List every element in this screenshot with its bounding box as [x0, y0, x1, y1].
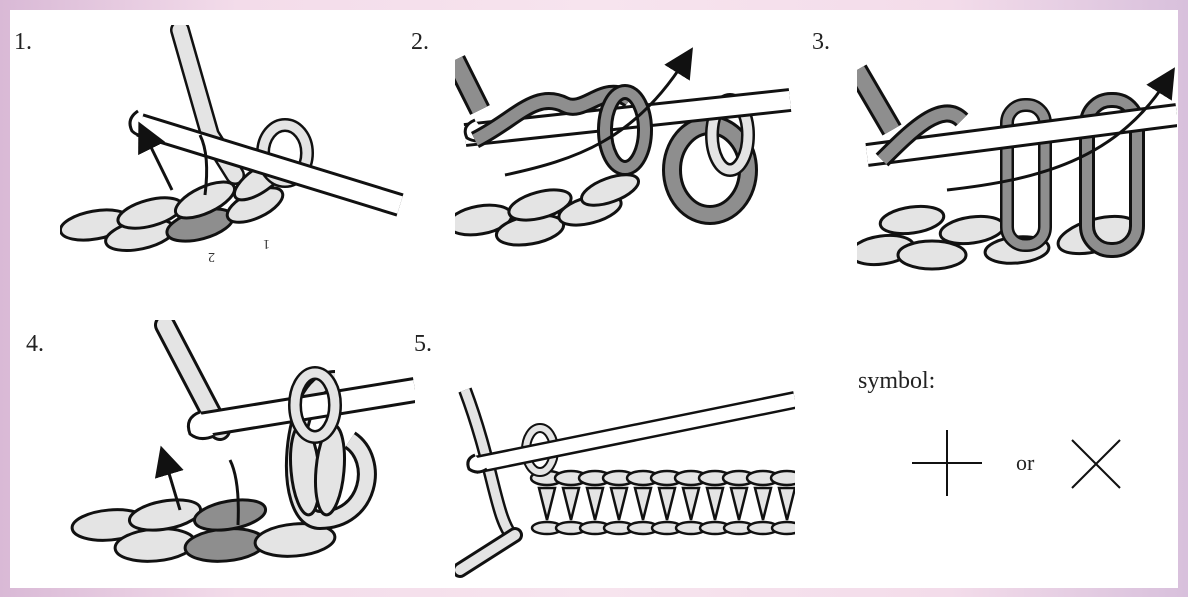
stitch-base [772, 522, 795, 534]
stitch-post [779, 488, 795, 520]
stitch-post [683, 488, 699, 520]
chain-base [455, 168, 642, 249]
step-2-illustration [455, 40, 795, 270]
step-5-label: 5. [414, 332, 432, 356]
stitch-top [771, 471, 795, 485]
step-3-label: 3. [812, 30, 830, 54]
stitch-post [659, 488, 675, 520]
stitch-post [563, 488, 579, 520]
stitch-post [635, 488, 651, 520]
mark-1: 1 [263, 236, 270, 251]
or-text: or [1016, 450, 1034, 476]
step-4-label: 4. [26, 332, 44, 356]
step-5-illustration [455, 370, 795, 580]
step-2-label: 2. [411, 30, 429, 54]
stitch-row [531, 471, 795, 534]
stitch-post [587, 488, 603, 520]
stitch-post [611, 488, 627, 520]
mark-2: 2 [208, 249, 215, 264]
step-1-label: 1. [14, 30, 32, 54]
step-3-illustration [857, 60, 1177, 275]
highlighted-stitch [184, 526, 266, 565]
plus-symbol-icon [912, 428, 982, 498]
step-4-illustration [70, 320, 415, 580]
stitch-post [731, 488, 747, 520]
stitch-post [755, 488, 771, 520]
stitch-post [539, 488, 555, 520]
cross-symbol-icon [1070, 438, 1122, 490]
symbol-label: symbol: [858, 368, 935, 395]
step-1-illustration: 1 2 [60, 25, 410, 280]
stitch-post [707, 488, 723, 520]
